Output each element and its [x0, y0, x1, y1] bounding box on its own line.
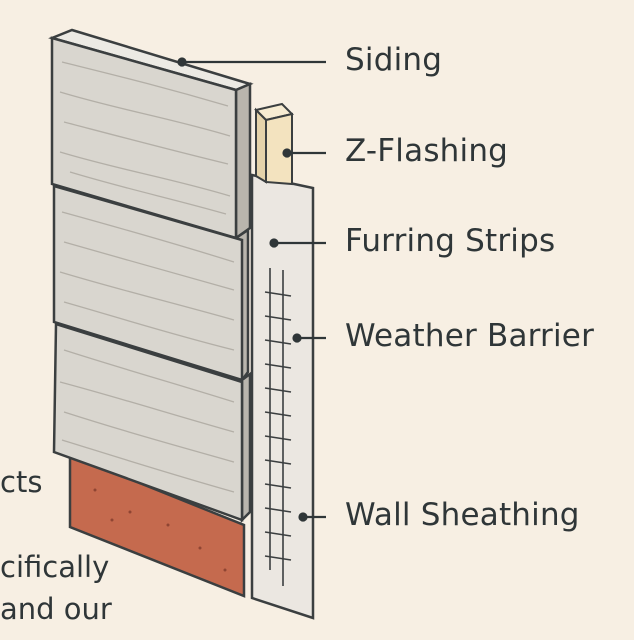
furring-strip-grid — [264, 268, 292, 586]
weather-barrier-leader-dot — [292, 333, 302, 343]
furring-strips-label: Furring Strips — [345, 223, 556, 259]
siding-board-1 — [48, 28, 254, 241]
wall-sheathing-label: Wall Sheathing — [345, 497, 580, 533]
z-flashing-strip — [254, 102, 294, 186]
leader-lines — [177, 57, 326, 522]
z-flashing-label: Z-Flashing — [345, 133, 509, 169]
cropped-text-line-2: cifically — [0, 550, 110, 584]
brick-foundation — [68, 453, 246, 598]
cropped-text-line-3: and our — [0, 592, 112, 626]
furring-strips-leader-dot — [269, 238, 279, 248]
wall-sheathing-leader-dot — [298, 512, 308, 522]
z-flashing-leader-dot — [282, 148, 292, 158]
siding-label: Siding — [345, 42, 443, 78]
cropped-text-line-1: cts — [0, 465, 43, 499]
siding-leader-dot — [177, 57, 187, 67]
weather-barrier-label: Weather Barrier — [345, 318, 595, 354]
siding-board-3 — [52, 322, 252, 524]
